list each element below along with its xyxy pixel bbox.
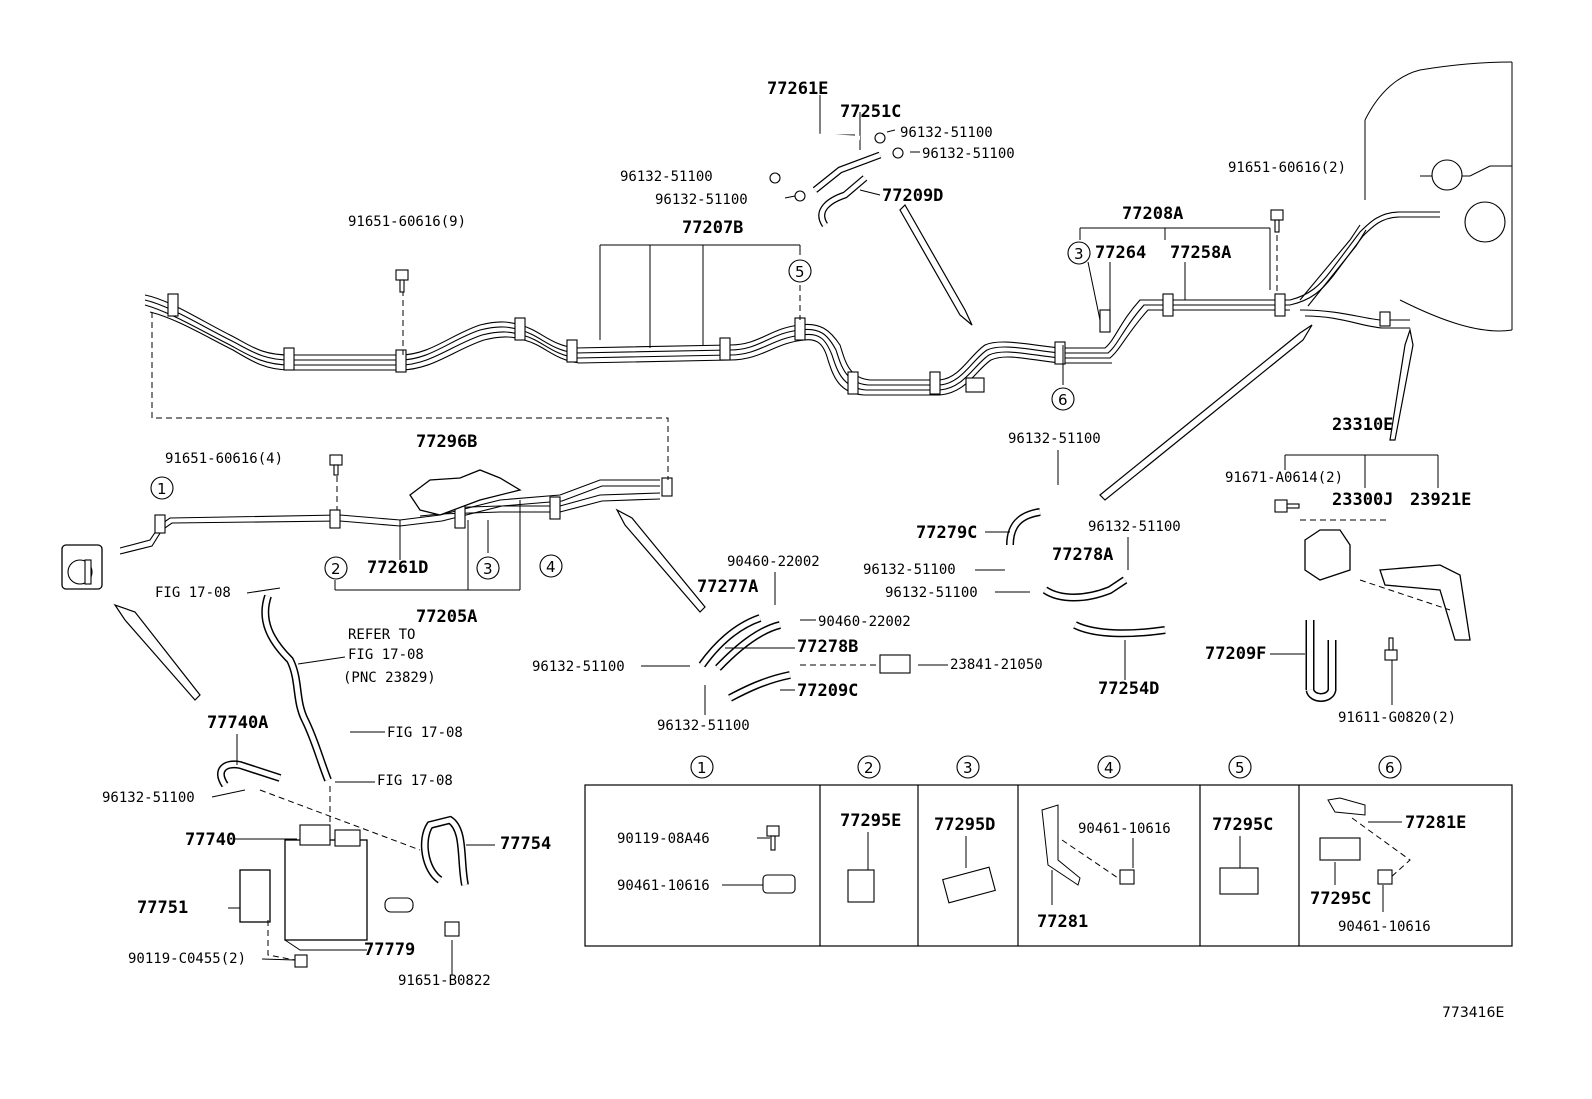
- label-77296B: 77296B: [416, 432, 477, 452]
- cell6-clamp-label: 77295C: [1310, 889, 1371, 909]
- label-91651-9: 91651-60616(9): [348, 214, 466, 230]
- cell4-bracket-label: 77281: [1037, 912, 1088, 932]
- label-91671: 91671-A0614(2): [1225, 470, 1343, 486]
- cell1-clamp-label: 90461-10616: [617, 878, 710, 894]
- label-96132-c: 96132-51100: [620, 169, 713, 185]
- label-77208A: 77208A: [1122, 204, 1183, 224]
- hose-group-middle: [698, 508, 1166, 702]
- callout-3b: 3: [1074, 245, 1084, 263]
- label-96132-g: 96132-51100: [657, 718, 750, 734]
- detail-table: 1 2 3 4 5 6 90119-08A46 90461-10616 7729…: [584, 755, 1513, 947]
- main-fuel-tube-bundle: [144, 211, 1440, 396]
- label-91651-4: 91651-60616(4): [165, 451, 283, 467]
- label-96132-d: 96132-51100: [655, 192, 748, 208]
- label-77258A: 77258A: [1170, 243, 1231, 263]
- cell1-bolt-label: 90119-08A46: [617, 831, 710, 847]
- label-90460-b: 90460-22002: [818, 614, 911, 630]
- label-90119-c0455: 90119-C0455(2): [128, 951, 246, 967]
- label-77751: 77751: [137, 898, 188, 918]
- label-96132-h: 96132-51100: [1008, 431, 1101, 447]
- label-77209D: 77209D: [882, 186, 943, 206]
- label-96132-j: 96132-51100: [863, 562, 956, 578]
- label-77251C: 77251C: [840, 102, 901, 122]
- callout-5: 5: [795, 263, 805, 281]
- label-77277A: 77277A: [697, 577, 758, 597]
- label-91651-2: 91651-60616(2): [1228, 160, 1346, 176]
- table-header-4: 4: [1104, 759, 1114, 777]
- label-77205A: 77205A: [416, 607, 477, 627]
- direction-arrows: [113, 204, 1414, 701]
- cell2-label: 77295E: [840, 811, 901, 831]
- label-refer-1: REFER TO: [348, 627, 415, 643]
- label-77279C: 77279C: [916, 523, 977, 543]
- label-96132-i: 96132-51100: [1088, 519, 1181, 535]
- callout-markers: 1 2 3 4 5 3 6: [150, 241, 1091, 580]
- bolts: [329, 209, 1398, 661]
- table-header-1: 1: [697, 759, 707, 777]
- label-96132-f: 96132-51100: [532, 659, 625, 675]
- label-refer-2: FIG 17-08: [348, 647, 424, 663]
- label-77779: 77779: [364, 940, 415, 960]
- callout-3a: 3: [483, 560, 493, 578]
- label-refer-3: (PNC 23829): [343, 670, 436, 686]
- label-77754: 77754: [500, 834, 551, 854]
- cell6-bolt-label: 90461-10616: [1338, 919, 1431, 935]
- label-23310E: 23310E: [1332, 415, 1393, 435]
- cell3-label: 77295D: [934, 815, 995, 835]
- cell6-bracket-label: 77281E: [1405, 813, 1466, 833]
- label-77261E: 77261E: [767, 79, 828, 99]
- label-96132-a: 96132-51100: [900, 125, 993, 141]
- leader-lines: [334, 95, 1439, 591]
- table-header-5: 5: [1235, 759, 1245, 777]
- reference-dashed-line: [151, 312, 669, 480]
- table-header-2: 2: [864, 759, 874, 777]
- label-77740A: 77740A: [207, 713, 268, 733]
- label-fig-b: FIG 17-08: [387, 725, 463, 741]
- label-23841: 23841-21050: [950, 657, 1043, 673]
- label-23300J: 23300J: [1332, 490, 1393, 510]
- tank-outline: [1364, 61, 1513, 332]
- callout-2: 2: [331, 560, 341, 578]
- label-90460-a: 90460-22002: [727, 554, 820, 570]
- label-77264: 77264: [1095, 243, 1146, 263]
- label-96132-k: 96132-51100: [885, 585, 978, 601]
- label-leaders: [211, 450, 1393, 975]
- label-77207B: 77207B: [682, 218, 743, 238]
- label-96132-e: 96132-51100: [102, 790, 195, 806]
- label-77278B: 77278B: [797, 637, 858, 657]
- callout-4: 4: [546, 558, 556, 576]
- vsv-bracket: [1300, 519, 1471, 702]
- label-77261D: 77261D: [367, 558, 428, 578]
- hose-group-top: [769, 132, 904, 227]
- drawing-code: 773416E: [1442, 1005, 1504, 1021]
- label-77278A: 77278A: [1052, 545, 1113, 565]
- table-header-6: 6: [1385, 759, 1395, 777]
- label-23921E: 23921E: [1410, 490, 1471, 510]
- cell5-label: 77295C: [1212, 815, 1273, 835]
- label-77209F: 77209F: [1205, 644, 1266, 664]
- label-77254D: 77254D: [1098, 679, 1159, 699]
- part-labels: 77261E 77251C 96132-51100 96132-51100 96…: [102, 79, 1471, 989]
- label-91651-b0822: 91651-B0822: [398, 973, 491, 989]
- label-96132-b: 96132-51100: [922, 146, 1015, 162]
- canister-assembly: [217, 594, 469, 968]
- label-fig-a: FIG 17-08: [155, 585, 231, 601]
- label-77740: 77740: [185, 830, 236, 850]
- callout-6: 6: [1058, 391, 1068, 409]
- cell4-bolt-label: 90461-10616: [1078, 821, 1171, 837]
- callout-1: 1: [157, 480, 167, 498]
- label-91611: 91611-G0820(2): [1338, 710, 1456, 726]
- label-fig-c: FIG 17-08: [377, 773, 453, 789]
- table-header-3: 3: [963, 759, 973, 777]
- label-77209C: 77209C: [797, 681, 858, 701]
